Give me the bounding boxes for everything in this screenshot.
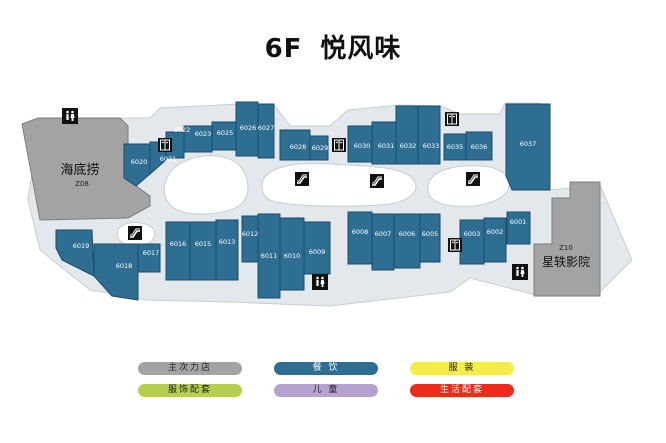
store-6016[interactable] (165, 221, 191, 281)
store-6020[interactable] (123, 143, 151, 187)
store-label: 6006 (399, 230, 416, 238)
store-label: 6015 (195, 240, 212, 248)
store-6007[interactable] (371, 213, 395, 271)
store-6006[interactable] (393, 213, 421, 269)
restroom-icon[interactable] (512, 264, 528, 280)
legend-anchor: 主次力店 (138, 362, 242, 375)
store-label: 6023 (195, 130, 212, 138)
store-label: 6001 (510, 218, 527, 226)
store-6023[interactable] (183, 125, 213, 153)
store-label: 6022 (174, 126, 191, 134)
store-label: 6035 (447, 143, 464, 151)
store-label: 6008 (352, 228, 369, 236)
atrium-void-west (163, 155, 249, 215)
floor-number: 6F (264, 34, 303, 64)
floor-title: 6F 悦风味 (0, 28, 666, 65)
store-6036[interactable] (465, 131, 493, 161)
store-label: 6010 (284, 252, 301, 260)
store-labels: 6001 6002 6003 6005 6006 6007 6008 6009 … (73, 124, 537, 270)
restroom-icon[interactable] (62, 108, 78, 124)
escalator-icon[interactable] (295, 172, 309, 186)
store-label: 6026 (240, 124, 257, 132)
legend-accessories: 服饰配套 (138, 384, 242, 397)
atrium-void-central (261, 163, 417, 207)
store-label: 6028 (290, 143, 307, 151)
escalator-icon[interactable] (370, 174, 384, 188)
store-6013[interactable] (215, 219, 239, 281)
atrium-void-east (427, 165, 510, 207)
anchor-cinema-code: Z10 (559, 244, 573, 252)
store-6002[interactable] (483, 217, 507, 263)
store-label: 6007 (375, 230, 392, 238)
store-label: 6018 (116, 262, 133, 270)
floor-name: 悦风味 (320, 34, 402, 64)
dining-stores (55, 101, 551, 301)
store-6011[interactable] (257, 213, 281, 299)
store-label: 6033 (423, 142, 440, 150)
store-6029[interactable] (309, 135, 329, 161)
store-label: 6009 (309, 248, 326, 256)
store-label: 6032 (400, 142, 417, 150)
store-label: 6016 (170, 240, 187, 248)
store-6015[interactable] (189, 221, 217, 281)
store-6012[interactable] (241, 215, 259, 263)
legend-dining: 餐 饮 (274, 362, 378, 375)
anchor-cinema-name: 星轶影院 (542, 255, 590, 269)
store-label: 6005 (422, 230, 439, 238)
elevator-icon[interactable] (445, 112, 459, 126)
legend-lifestyle: 生活配套 (410, 384, 514, 397)
store-label: 6027 (258, 124, 275, 132)
store-6033[interactable] (417, 105, 441, 165)
store-label: 6020 (131, 158, 148, 166)
store-6003[interactable] (459, 219, 485, 265)
escalator-icon[interactable] (466, 172, 480, 186)
store-6027[interactable] (257, 103, 275, 159)
store-label: 6030 (354, 142, 371, 150)
anchor-haidilao-code: Z08 (75, 180, 89, 188)
store-6019[interactable] (55, 229, 95, 277)
escalator-icon[interactable] (128, 226, 142, 240)
store-label: 6012 (242, 230, 259, 238)
store-6005[interactable] (419, 213, 441, 263)
anchor-haidilao[interactable] (21, 117, 151, 221)
store-label: 6021 (160, 155, 177, 163)
store-6032[interactable] (395, 105, 419, 165)
store-label: 6036 (471, 143, 488, 151)
store-label: 6037 (520, 140, 537, 148)
store-label: 6002 (487, 228, 504, 236)
store-label: 6031 (378, 142, 395, 150)
store-label: 6017 (143, 249, 160, 257)
elevator-icon[interactable] (158, 138, 172, 152)
store-label: 6013 (219, 238, 236, 246)
legend-kids: 儿 童 (274, 384, 378, 397)
anchor-haidilao-name: 海底捞 (60, 162, 99, 178)
store-label: 6029 (312, 144, 329, 152)
store-label: 6003 (464, 230, 481, 238)
store-6008[interactable] (347, 211, 373, 265)
store-label: 6025 (217, 129, 234, 137)
legend-apparel: 服 装 (410, 362, 514, 375)
restroom-icon[interactable] (312, 274, 328, 290)
store-label: 6019 (73, 242, 90, 250)
elevator-icon[interactable] (448, 238, 462, 252)
anchor-cinema[interactable] (533, 181, 601, 297)
store-6001[interactable] (506, 211, 531, 245)
store-label: 6011 (261, 252, 278, 260)
elevator-icon[interactable] (332, 138, 346, 152)
store-6037[interactable] (505, 103, 551, 191)
